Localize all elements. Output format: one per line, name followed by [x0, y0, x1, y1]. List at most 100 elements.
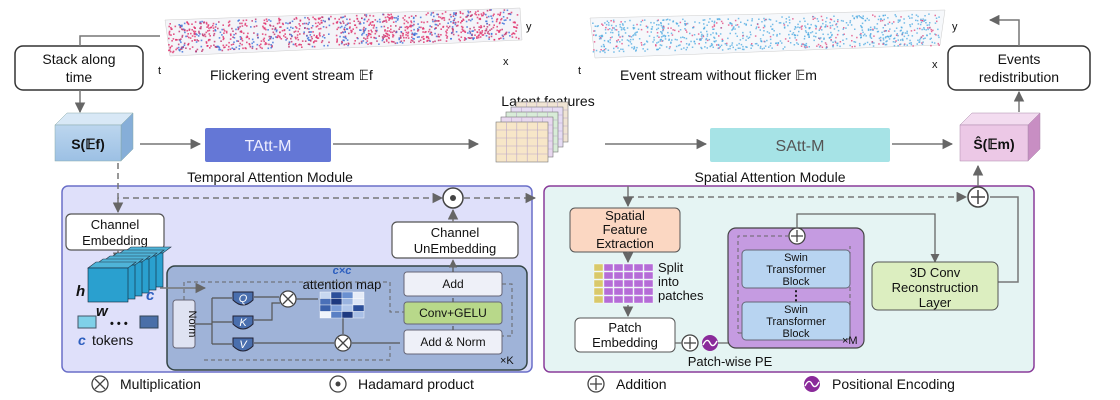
event-point — [178, 30, 181, 33]
axis-y-right: y — [952, 21, 958, 33]
event-point — [503, 23, 505, 25]
event-point — [617, 47, 619, 49]
event-point — [266, 20, 268, 22]
event-point — [508, 31, 510, 34]
event-point — [698, 22, 701, 24]
event-point — [824, 26, 827, 28]
event-point — [319, 35, 321, 37]
event-point — [618, 50, 621, 52]
event-point — [597, 25, 599, 27]
event-point — [397, 17, 399, 20]
event-point — [403, 39, 405, 42]
event-point — [482, 11, 485, 14]
event-point — [454, 21, 457, 24]
event-point — [386, 40, 388, 42]
event-point — [247, 32, 249, 35]
event-point — [931, 41, 933, 44]
event-point — [662, 35, 664, 37]
event-point — [460, 36, 463, 38]
event-point — [193, 39, 196, 41]
patch-cell — [633, 279, 644, 288]
event-point — [180, 38, 182, 40]
event-point — [471, 18, 473, 21]
event-point — [787, 24, 789, 27]
patch-cell — [593, 271, 604, 280]
event-point — [515, 26, 518, 29]
event-point — [200, 22, 202, 25]
event-point — [667, 23, 670, 25]
event-point — [732, 27, 734, 29]
event-point — [288, 41, 291, 43]
event-point — [316, 35, 318, 37]
event-point — [769, 35, 772, 38]
event-point — [640, 21, 642, 23]
event-point — [592, 34, 595, 36]
event-point — [207, 39, 210, 42]
event-point — [900, 39, 902, 41]
event-point — [929, 22, 931, 24]
event-point — [246, 25, 248, 27]
event-point — [496, 25, 498, 28]
event-point — [400, 36, 402, 39]
event-point — [272, 31, 275, 34]
event-point — [440, 28, 442, 30]
event-point — [269, 25, 272, 27]
event-point — [650, 31, 652, 33]
event-point — [322, 26, 325, 28]
event-point — [279, 31, 281, 33]
event-point — [708, 38, 711, 41]
event-point — [604, 51, 606, 54]
event-point — [595, 34, 597, 36]
event-point — [640, 28, 643, 31]
event-point — [513, 26, 516, 28]
event-point — [385, 32, 387, 35]
event-point — [853, 41, 855, 43]
event-point — [639, 24, 642, 26]
event-point — [777, 42, 780, 44]
event-point — [404, 29, 407, 32]
event-point — [342, 31, 345, 34]
event-point — [271, 44, 273, 47]
event-point — [646, 40, 648, 42]
event-point — [754, 43, 757, 45]
event-point — [220, 40, 222, 42]
event-point — [513, 33, 516, 35]
event-point — [179, 24, 182, 27]
event-point — [851, 15, 854, 17]
event-point — [422, 35, 425, 38]
event-point — [479, 18, 482, 21]
event-point — [235, 46, 238, 49]
event-point — [414, 32, 416, 35]
event-point — [674, 49, 676, 52]
event-point — [911, 17, 913, 19]
event-point — [622, 28, 625, 30]
satt-m-block: SAtt-M — [710, 128, 890, 162]
event-point — [315, 40, 318, 42]
event-point — [459, 39, 461, 42]
event-point — [904, 32, 907, 34]
event-point — [369, 21, 372, 24]
event-point — [837, 42, 839, 45]
event-point — [685, 48, 687, 51]
event-point — [439, 16, 442, 19]
event-point — [759, 45, 762, 48]
event-point — [340, 22, 342, 25]
event-point — [240, 30, 243, 32]
event-point — [635, 50, 637, 52]
event-point — [238, 45, 241, 47]
event-point — [652, 41, 654, 43]
event-point — [938, 36, 940, 39]
event-point — [191, 29, 193, 31]
split-line1: Split — [658, 260, 684, 275]
event-point — [269, 20, 272, 22]
event-point — [219, 31, 222, 34]
event-point — [824, 42, 827, 44]
event-point — [342, 36, 345, 38]
event-point — [729, 22, 731, 25]
event-point — [894, 41, 896, 43]
event-point — [600, 35, 602, 37]
event-point — [276, 22, 279, 25]
event-point — [319, 17, 321, 19]
event-point — [209, 35, 211, 37]
event-point — [674, 38, 677, 41]
